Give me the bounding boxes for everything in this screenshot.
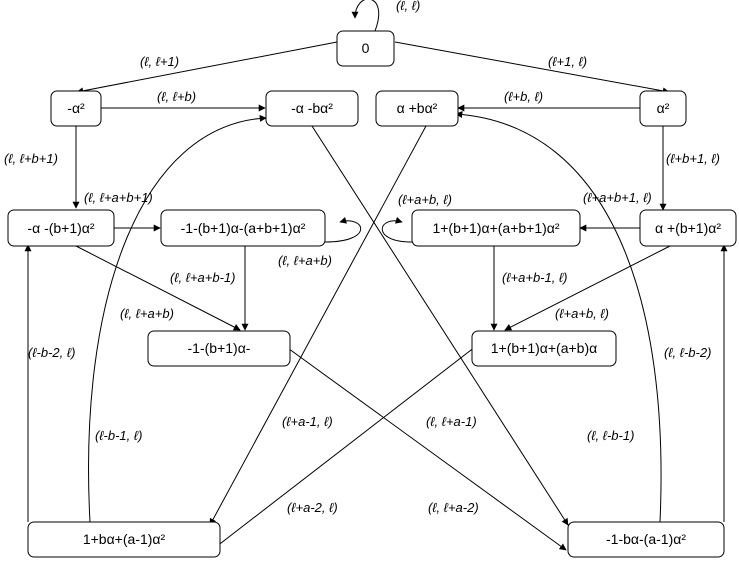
- edge-label-1-5: (ℓ, ℓ+b+1): [4, 151, 58, 166]
- edge-label-self-0: (ℓ, ℓ): [396, 0, 420, 13]
- node-alpha-plus-b-alpha-sq: α +bα²: [375, 90, 459, 127]
- edge-label-1-2: (ℓ, ℓ+b): [157, 89, 196, 104]
- edge-11-to-2: [88, 114, 267, 523]
- edge-label-10-11: (ℓ+a-2, ℓ): [287, 500, 338, 515]
- edge-3-to-11: [209, 125, 427, 526]
- edge-0-to-neg-alpha-sq: [76, 41, 338, 95]
- edge-label-0-1: (ℓ, ℓ+1): [140, 54, 179, 69]
- edge-label-0-4: (ℓ+1, ℓ): [548, 54, 587, 69]
- edge-label-9-12: (ℓ, ℓ+a-2): [428, 500, 479, 515]
- edge-label-3-11: (ℓ+a-1, ℓ): [282, 414, 333, 429]
- node-label-8: α +(b+1)α²: [655, 220, 721, 236]
- node-9: -1-(b+1)α-: [147, 330, 291, 367]
- node-label-7: 1+(b+1)α+(a+b+1)α²: [432, 220, 559, 236]
- edge-9-to-12: [284, 345, 567, 551]
- edge-12-to-3: [455, 110, 662, 523]
- node-neg-alpha-minus-b-alpha-sq: -α -bα²: [265, 90, 359, 127]
- node-label-zero: 0: [362, 40, 370, 56]
- edge-self-0: [351, 0, 380, 32]
- node-label-neg-alpha-sq: -α²: [67, 100, 85, 116]
- node-zero: 0: [336, 30, 395, 67]
- node-label-12: -1-bα-(a-1)α²: [606, 531, 686, 547]
- node-label-alpha-plus-b-alpha-sq: α +bα²: [397, 100, 438, 116]
- edge-label-12-8: (ℓ, ℓ-b-2): [664, 345, 711, 360]
- edge-10-to-11: [211, 339, 485, 551]
- edges: [24, 0, 728, 551]
- edge-label-4-3: (ℓ+b, ℓ): [504, 89, 543, 104]
- edge-label-self-6: (ℓ, ℓ+a+b): [278, 253, 332, 268]
- node-7: 1+(b+1)α+(a+b+1)α²: [411, 209, 581, 247]
- edge-label-6-9: (ℓ, ℓ+a+b-1): [170, 270, 236, 285]
- node-label-6: -1-(b+1)α-(a+b+1)α²: [181, 220, 306, 236]
- node-6: -1-(b+1)α-(a+b+1)α²: [160, 209, 326, 247]
- node-label-9: -1-(b+1)α-: [188, 340, 251, 356]
- edge-label-5-9: (ℓ, ℓ+a+b): [120, 306, 174, 321]
- node-label-alpha-sq: α²: [657, 100, 670, 116]
- node-label-10: 1+(b+1)α+(a+b)α: [491, 340, 597, 356]
- edge-self-6: [324, 216, 362, 243]
- node-label-5: -α -(b+1)α²: [27, 220, 94, 236]
- edge-label-12-3: (ℓ, ℓ-b-1): [587, 428, 634, 443]
- node-11: 1+bα+(a-1)α²: [27, 521, 221, 558]
- node-12: -1-bα-(a-1)α²: [567, 521, 725, 558]
- edge-5-to-9: [75, 245, 241, 331]
- edge-label-11-2: (ℓ-b-1, ℓ): [95, 428, 142, 443]
- node-5: -α -(b+1)α²: [7, 209, 115, 247]
- edge-label-8-7: (ℓ+a+b+1, ℓ): [583, 190, 652, 205]
- edge-self-7: [381, 216, 413, 243]
- edge-label-4-8: (ℓ+b+1, ℓ): [666, 151, 720, 166]
- nodes: 0 -α² -α -bα² α +bα² α² -α -(b+1)α² -1-(…: [7, 30, 737, 558]
- edge-2-to-12: [311, 125, 569, 526]
- node-10: 1+(b+1)α+(a+b)α: [471, 330, 617, 367]
- node-neg-alpha-sq: -α²: [50, 90, 102, 127]
- node-label-11: 1+bα+(a-1)α²: [83, 531, 166, 547]
- edge-8-to-10: [504, 245, 671, 331]
- node-alpha-sq: α²: [639, 90, 687, 127]
- edge-label-8-10: (ℓ+a+b, ℓ): [555, 306, 609, 321]
- edge-0-to-alpha-sq: [394, 41, 670, 95]
- node-label-neg-alpha-minus-b-alpha-sq: -α -bα²: [291, 100, 333, 116]
- node-8: α +(b+1)α²: [639, 209, 737, 247]
- edge-labels: (ℓ, ℓ) (ℓ, ℓ+1) (ℓ+1, ℓ) (ℓ, ℓ+b) (ℓ+b, …: [4, 0, 720, 515]
- edge-label-self-7: (ℓ+a+b, ℓ): [398, 192, 452, 207]
- edge-label-7-10: (ℓ+a+b-1, ℓ): [502, 270, 568, 285]
- edge-label-11-5: (ℓ-b-2, ℓ): [28, 345, 75, 360]
- edge-label-5-6: (ℓ, ℓ+a+b+1): [84, 190, 153, 205]
- edge-label-2-12: (ℓ, ℓ+a-1): [426, 414, 477, 429]
